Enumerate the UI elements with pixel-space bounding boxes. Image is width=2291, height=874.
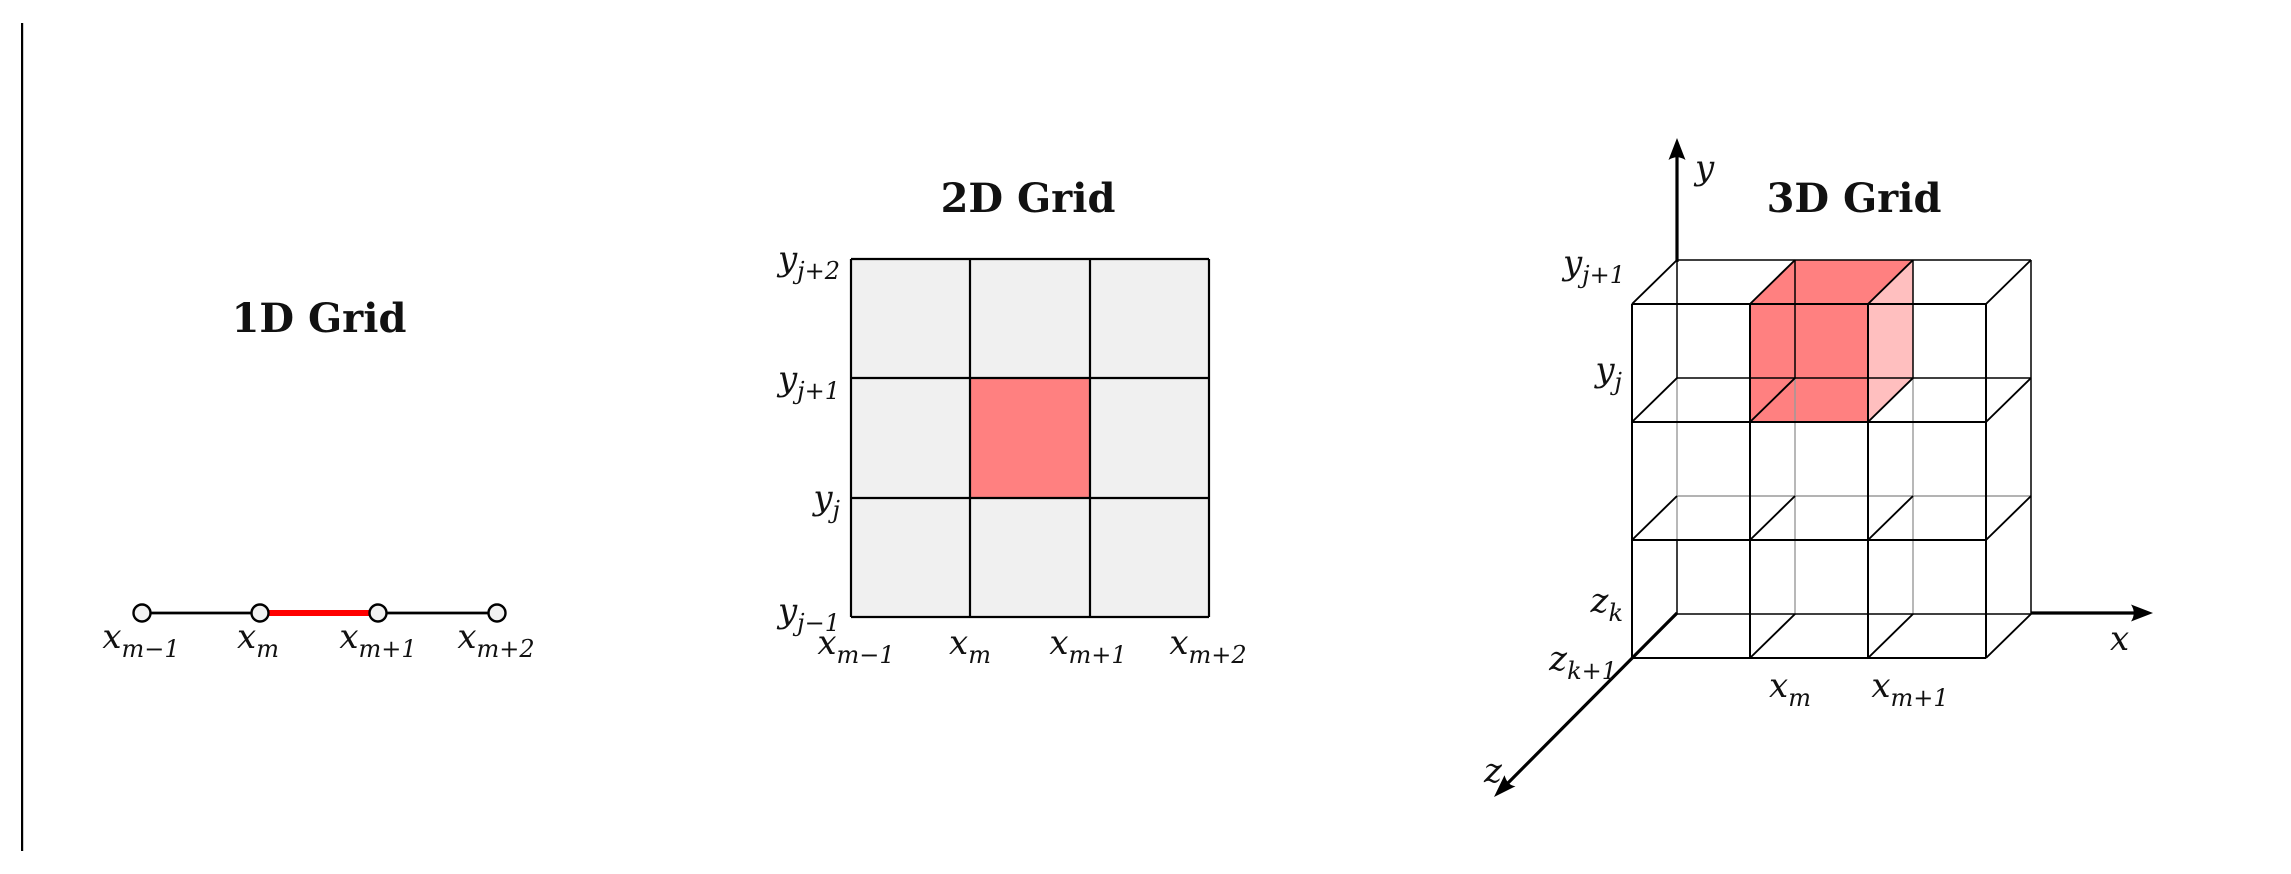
3d-label-zk1: zk+1: [1548, 639, 1617, 685]
x-axis-arrowhead: [2131, 604, 2153, 622]
z-axis-arrowhead: [1494, 775, 1516, 797]
2d-label-xm1: xm+1: [1049, 623, 1126, 669]
2d-highlight-cell: [970, 378, 1090, 498]
2d-label-yj2: yj+2: [776, 239, 840, 285]
left-divider-line: [21, 23, 24, 851]
3d-label-yj1: yj+1: [1561, 243, 1625, 289]
3d-label-zk: zk: [1590, 581, 1623, 627]
2d-label-xm2: xm+2: [1169, 623, 1246, 669]
panel-1d-grid: 1D Grid xm−1 xm xm+1 xm+2: [102, 295, 534, 663]
1d-node-3: [368, 603, 388, 623]
3d-label-yj: yj: [1593, 350, 1622, 396]
panel-3d-grid: 3D Grid y x z yj+: [1483, 138, 2153, 797]
panel-2d-title: 2D Grid: [941, 175, 1116, 222]
3d-label-xm1: xm+1: [1871, 666, 1948, 712]
3d-label-xm: xm: [1769, 666, 1811, 712]
3d-axes: [1494, 138, 2153, 797]
1d-node-4: [487, 603, 507, 623]
1d-label-xm2: xm+2: [457, 617, 534, 663]
cube-right-face: [1868, 260, 1913, 422]
1d-label-xm: xm: [237, 617, 279, 663]
panel-2d-grid: 2D Grid yj+2 yj+1 yj yj−1 xm−1 xm xm+1 x…: [776, 175, 1247, 669]
2d-label-xm-1: xm−1: [817, 623, 894, 669]
2d-label-xm: xm: [949, 623, 991, 669]
1d-node-2: [250, 603, 270, 623]
1d-label-xm1: xm+1: [339, 617, 416, 663]
panel-1d-title: 1D Grid: [232, 295, 407, 342]
3d-back-edges: [1676, 259, 2032, 615]
y-axis-label: y: [1693, 148, 1715, 188]
panel-3d-title: 3D Grid: [1767, 175, 1942, 222]
2d-label-yj1: yj+1: [776, 359, 840, 405]
2d-label-yj-1: yj−1: [776, 591, 840, 637]
z-axis-label: z: [1483, 751, 1503, 791]
2d-grid-lines: [849, 257, 1211, 619]
3d-front-grid: [1631, 303, 1987, 659]
1d-node-1: [132, 603, 152, 623]
y-axis-arrowhead: [1668, 138, 1686, 160]
2d-label-yj: yj: [811, 478, 840, 524]
1d-label-xm-1: xm−1: [102, 617, 179, 663]
z-axis-line: [1506, 611, 1679, 785]
x-axis-label: x: [2110, 619, 2129, 659]
3d-hidden-back-edges: [1676, 378, 2031, 614]
